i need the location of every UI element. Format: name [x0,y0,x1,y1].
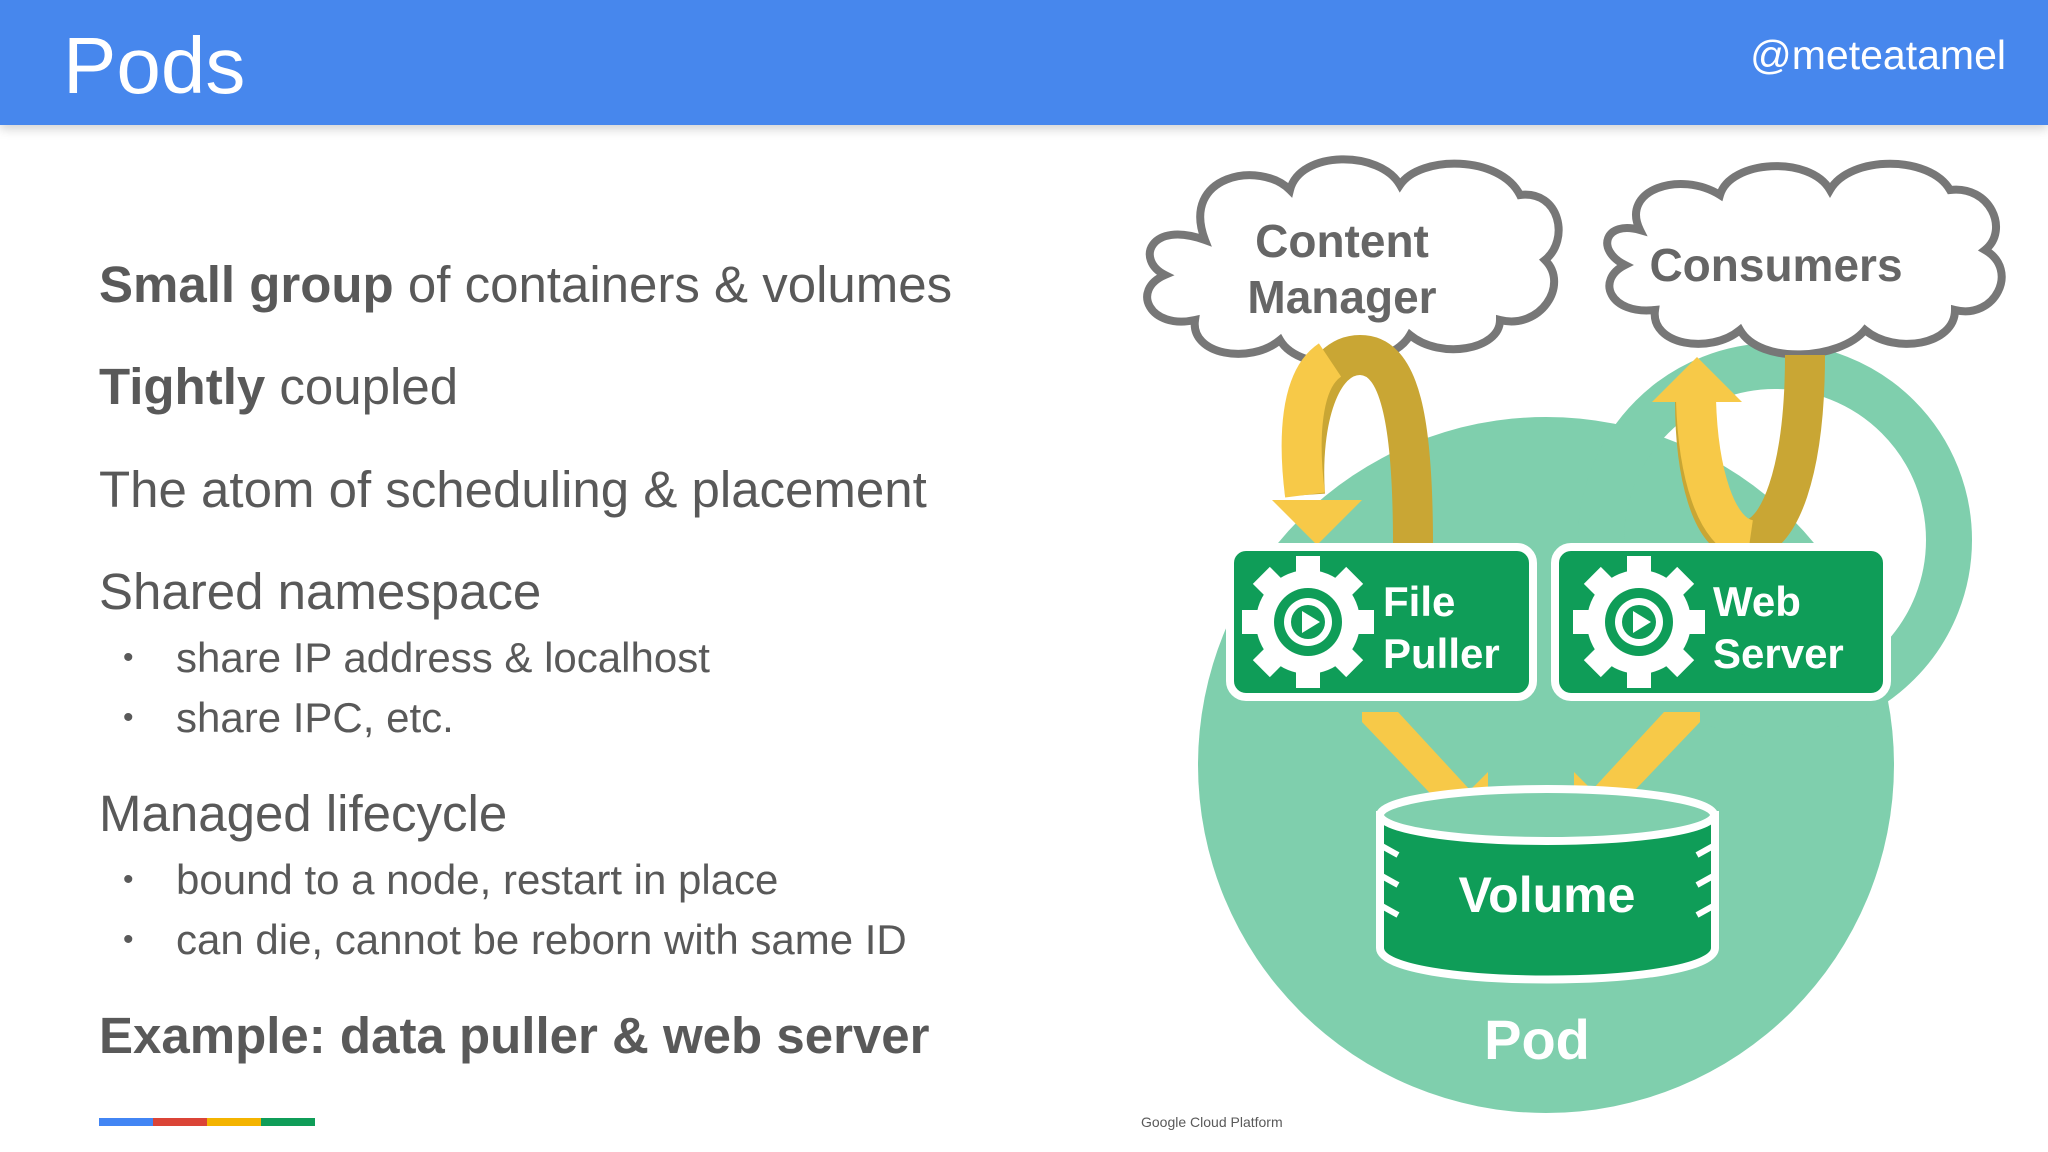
sub-bullet-text: can die, cannot be reborn with same ID [176,916,907,963]
bullet-dot: • [123,863,134,896]
bullet-bold-text: Tightly [99,358,266,415]
file-puller-line2: Puller [1383,630,1500,677]
twitter-handle: @meteatamel [1750,32,2006,78]
cloud-left-line1: Content [1255,215,1429,267]
color-bar-red [153,1118,207,1126]
file-puller-line1: File [1383,578,1455,625]
color-bar-blue [99,1118,153,1126]
gear-icon [1573,556,1705,688]
bullet-bold-text: Small group [99,256,394,313]
color-bar-green [261,1118,315,1126]
web-server-line1: Web [1713,578,1801,625]
pod-ring [1578,343,1972,737]
cloud-content-manager [1143,155,1563,368]
bullet-small-group: Small group of containers & volumes [99,254,952,316]
volume-cylinder [1376,785,1719,984]
arrow-head-right [1652,357,1742,402]
bullet-dot: • [123,701,134,734]
bullet-tightly-coupled: Tightly coupled [99,356,458,418]
bullet-example: Example: data puller & web server [99,1007,930,1064]
cloud-left-line2: Manager [1247,271,1436,323]
page-title: Pods [63,21,246,110]
bullet-atom: The atom of scheduling & placement [99,461,927,518]
bullet-managed-lifecycle: Managed lifecycle [99,785,508,842]
bullet-text: coupled [265,358,459,415]
bullet-text: of containers & volumes [393,256,953,313]
bullet-dot: • [123,923,134,956]
cloud-consumers [1603,159,2006,359]
arrow-loop-right-front [1676,399,1756,560]
header-bar: Pods @meteatamel [0,0,2048,125]
pod-label: Pod [1484,1008,1590,1071]
google-color-bar [99,1118,315,1126]
cloud-right-label: Consumers [1649,239,1902,291]
sub-bullet-text: bound to a node, restart in place [176,856,779,903]
footer-brand: Google Cloud Platform [1141,1114,1283,1130]
bullet-shared-namespace: Shared namespace [99,563,542,620]
gear-icon [1242,556,1374,688]
web-server-line2: Server [1713,630,1844,677]
bullet-dot: • [123,641,134,674]
arrow-head-left [1272,500,1362,545]
color-bar-yellow [207,1118,261,1126]
volume-label: Volume [1459,867,1636,923]
sub-bullet-text: share IPC, etc. [176,694,454,741]
sub-bullet-text: share IP address & localhost [176,634,710,681]
arrow-loop-left-front [1281,343,1343,498]
